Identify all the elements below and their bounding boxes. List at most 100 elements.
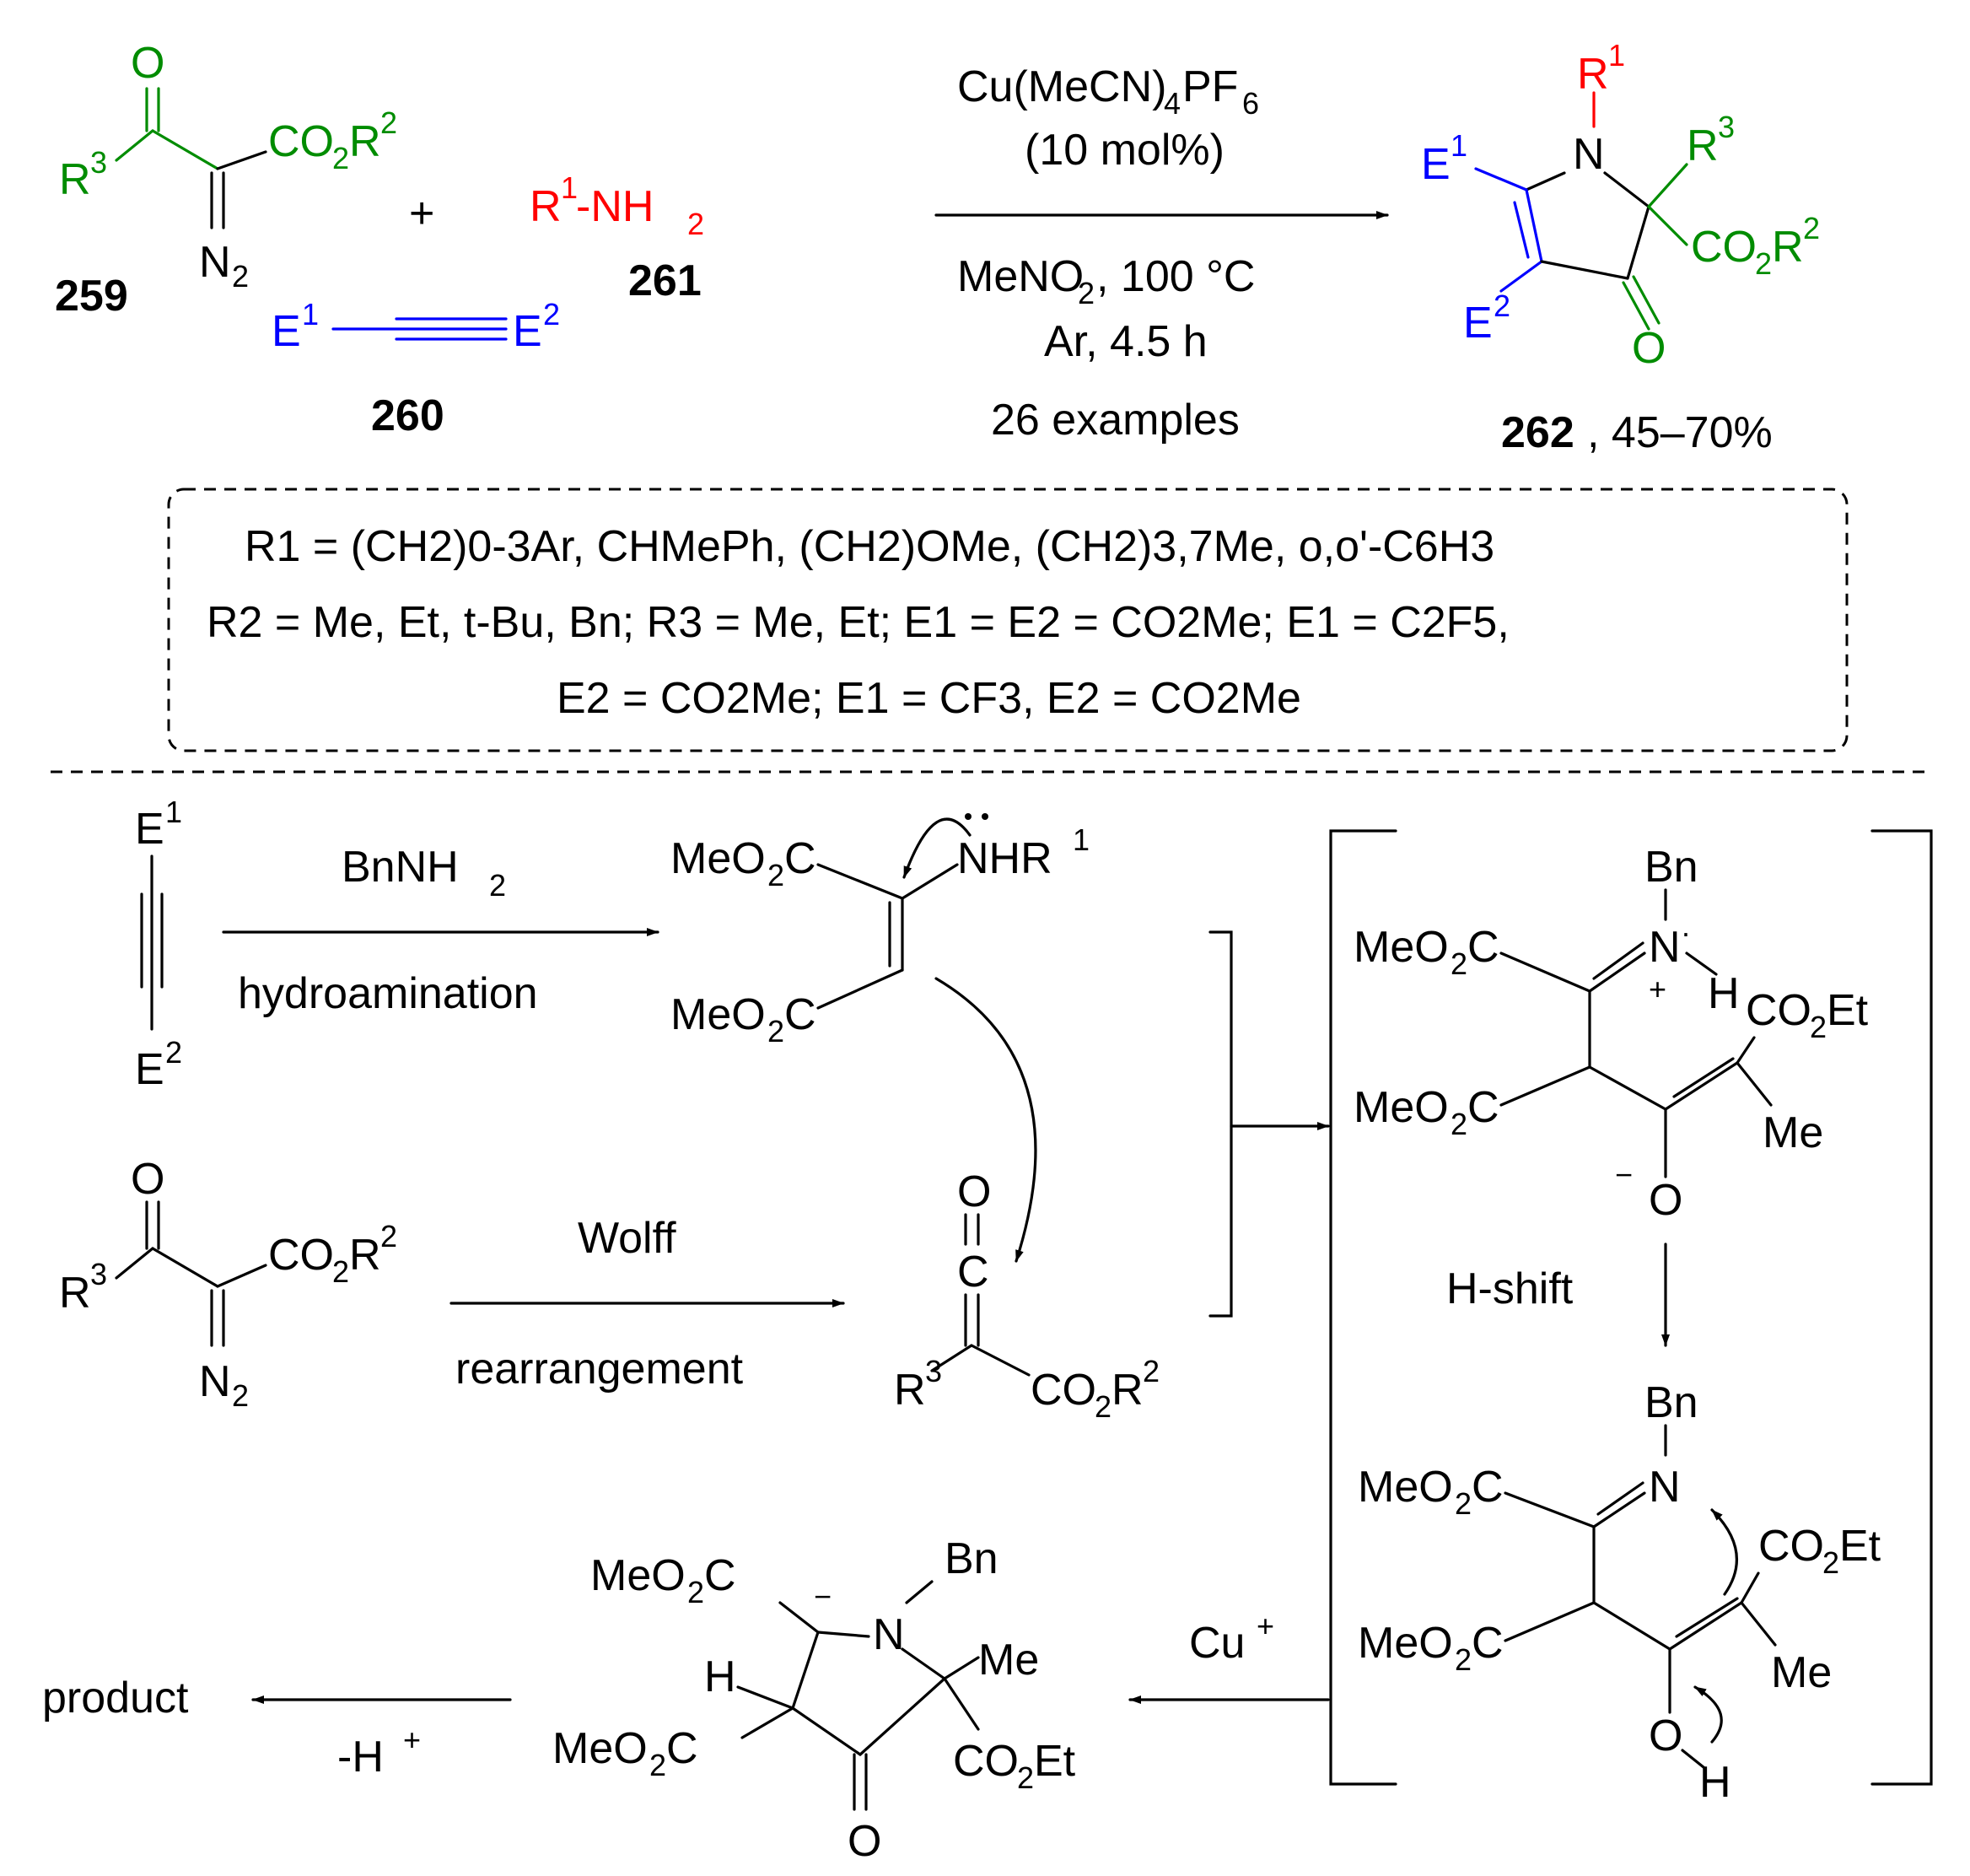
svg-text:Me: Me xyxy=(978,1636,1039,1685)
svg-text:2: 2 xyxy=(1455,1486,1472,1521)
svg-text:4: 4 xyxy=(1164,86,1181,121)
svg-text:C: C xyxy=(704,1551,736,1600)
svg-text:2: 2 xyxy=(1095,1389,1111,1424)
svg-text:MeO: MeO xyxy=(590,1551,686,1600)
svg-text:2: 2 xyxy=(1455,1642,1472,1677)
svg-text:1: 1 xyxy=(1451,128,1467,163)
svg-text:R: R xyxy=(349,1231,381,1280)
svg-text:C: C xyxy=(666,1724,698,1773)
svg-text:26 examples: 26 examples xyxy=(991,396,1240,445)
svg-text:2: 2 xyxy=(232,1378,249,1413)
mech-diazo: O R 3 CO 2 R 2 N 2 xyxy=(59,1155,397,1413)
svg-text:Bn: Bn xyxy=(945,1534,998,1583)
plus-sign: + xyxy=(409,189,434,238)
svg-text:1: 1 xyxy=(165,795,182,829)
svg-text:R: R xyxy=(1772,223,1804,272)
svg-text:CO: CO xyxy=(1746,986,1811,1035)
svg-text:C: C xyxy=(1472,1619,1504,1668)
svg-text:2: 2 xyxy=(1451,1107,1467,1141)
svg-text:O: O xyxy=(848,1817,881,1866)
svg-text:3: 3 xyxy=(90,1257,107,1291)
svg-text:NHR: NHR xyxy=(957,834,1052,883)
svg-text:C: C xyxy=(1472,1463,1504,1512)
svg-text:Et: Et xyxy=(1839,1522,1881,1571)
svg-text:R: R xyxy=(530,182,562,231)
svg-text:O: O xyxy=(1649,1712,1682,1760)
svg-text:2: 2 xyxy=(1078,276,1095,310)
svg-text:+: + xyxy=(1649,972,1666,1006)
svg-text:2: 2 xyxy=(767,858,784,892)
svg-text:R: R xyxy=(1687,121,1719,170)
svg-text:2: 2 xyxy=(687,207,704,241)
svg-text:3: 3 xyxy=(90,145,107,180)
hydroamination-step: BnNH 2 hydroamination xyxy=(222,843,659,1018)
svg-text:2: 2 xyxy=(1017,1760,1034,1795)
svg-text:(10 mol%): (10 mol%) xyxy=(1025,126,1225,175)
enol-intermediate: Bn MeO 2 C N CO 2 Et MeO 2 C Me O H xyxy=(1358,1378,1881,1807)
compound-label-262: 262 xyxy=(1501,408,1574,457)
svg-text:2: 2 xyxy=(1755,246,1772,281)
svg-text:C: C xyxy=(1467,923,1499,972)
svg-text:O: O xyxy=(131,39,164,88)
svg-text:Me: Me xyxy=(1771,1648,1832,1697)
svg-text:Et: Et xyxy=(1034,1737,1076,1786)
compound-label-259: 259 xyxy=(55,272,128,321)
svg-text:H: H xyxy=(1699,1758,1731,1807)
svg-text:CO: CO xyxy=(1031,1366,1096,1415)
scope-line-3: E2 = CO2Me; E1 = CF3, E2 = CO2Me xyxy=(557,674,1301,723)
svg-text:BnNH: BnNH xyxy=(342,843,459,892)
svg-text:O: O xyxy=(1632,324,1666,373)
combine-bracket xyxy=(1208,930,1330,1318)
svg-text:2: 2 xyxy=(687,1575,704,1609)
svg-text:3: 3 xyxy=(925,1354,942,1388)
svg-text:2: 2 xyxy=(1494,288,1510,323)
svg-text:MeO: MeO xyxy=(1354,923,1449,972)
svg-text:1: 1 xyxy=(1073,822,1090,857)
svg-text:1: 1 xyxy=(302,297,319,332)
scope-line-1: R1 = (CH2)0-3Ar, CHMePh, (CH2)OMe, (CH2)… xyxy=(245,522,1494,571)
product-compound-262: R 1 N E 1 E 2 O R 3 CO 2 R 2 262 , 45–70… xyxy=(1421,38,1820,457)
svg-text:hydroamination: hydroamination xyxy=(238,969,538,1018)
svg-text:·: · xyxy=(1681,915,1691,950)
svg-text:2: 2 xyxy=(332,141,349,175)
svg-text:2: 2 xyxy=(489,868,506,903)
svg-text:1: 1 xyxy=(561,170,578,205)
svg-text:2: 2 xyxy=(232,259,249,294)
svg-text:R: R xyxy=(894,1366,926,1415)
svg-text:C: C xyxy=(784,990,816,1039)
svg-text:PF: PF xyxy=(1182,62,1238,111)
mech-alkyne: E 1 E 2 xyxy=(135,795,182,1094)
svg-text:Cu(MeCN): Cu(MeCN) xyxy=(957,62,1166,111)
svg-text:2: 2 xyxy=(380,1219,397,1253)
substrate-scope-box: R1 = (CH2)0-3Ar, CHMePh, (CH2)OMe, (CH2)… xyxy=(167,488,1849,752)
scope-line-2: R2 = Me, Et, t-Bu, Bn; R3 = Me, Et; E1 =… xyxy=(207,598,1510,647)
svg-text:1: 1 xyxy=(1608,38,1625,73)
svg-text:C: C xyxy=(957,1248,989,1296)
svg-text:C: C xyxy=(784,834,816,883)
svg-text:2: 2 xyxy=(1822,1545,1839,1580)
svg-text:6: 6 xyxy=(1242,86,1259,121)
svg-text:N: N xyxy=(873,1610,905,1659)
svg-text:Bn: Bn xyxy=(1644,843,1698,892)
svg-text:N: N xyxy=(1573,130,1605,179)
product-yield: , 45–70% xyxy=(1587,408,1773,457)
svg-text:2: 2 xyxy=(1803,211,1820,245)
svg-text:2: 2 xyxy=(1143,1354,1160,1388)
svg-text:2: 2 xyxy=(649,1748,666,1782)
svg-text:+: + xyxy=(1257,1609,1274,1643)
svg-text:Cu: Cu xyxy=(1189,1619,1245,1668)
svg-text:R: R xyxy=(349,117,381,166)
svg-text:CO: CO xyxy=(268,1231,334,1280)
svg-text:CO: CO xyxy=(268,117,334,166)
cyclization-step: Cu + xyxy=(1128,1609,1330,1704)
svg-text:2: 2 xyxy=(332,1254,349,1289)
svg-text:CO: CO xyxy=(1691,223,1757,272)
svg-text:2: 2 xyxy=(1810,1010,1827,1044)
svg-text:MeO: MeO xyxy=(1358,1463,1453,1512)
svg-text:−: − xyxy=(1615,1157,1633,1192)
svg-text:O: O xyxy=(957,1167,991,1216)
svg-text:N: N xyxy=(199,238,231,287)
svg-text:3: 3 xyxy=(1718,110,1735,144)
compound-label-260: 260 xyxy=(371,391,444,440)
